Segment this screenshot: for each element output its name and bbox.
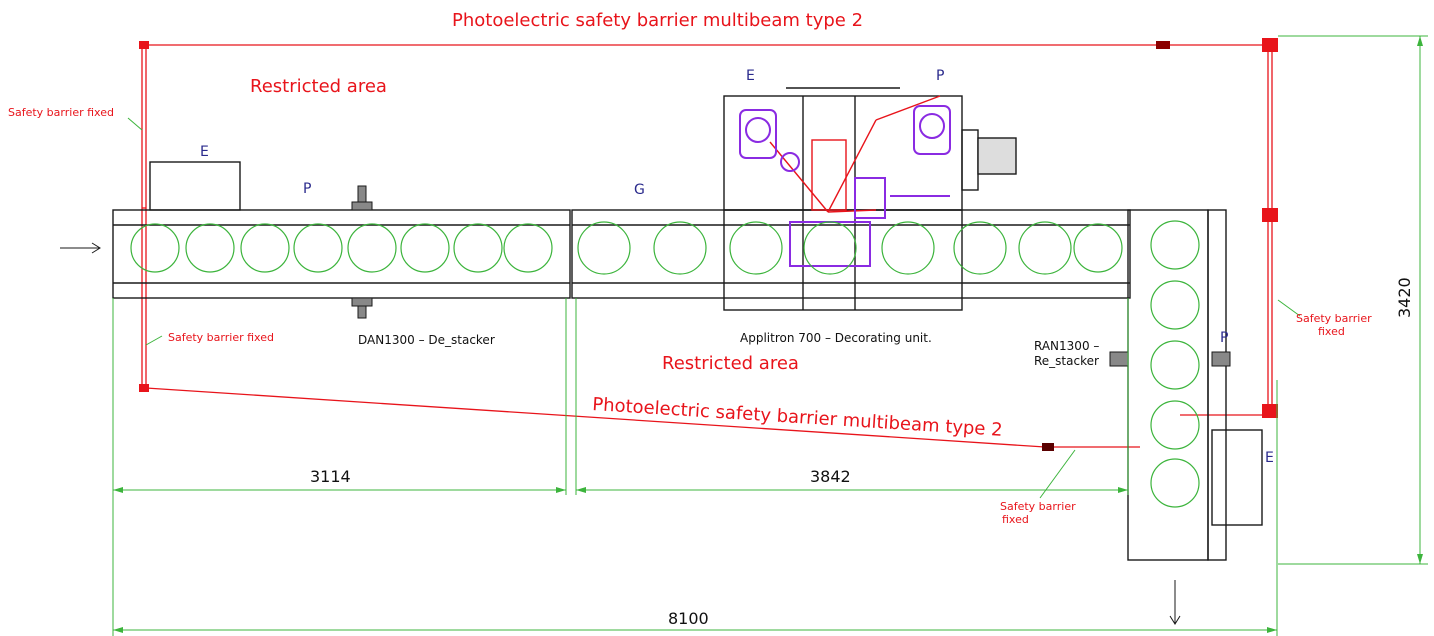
marker-p-destacker: P xyxy=(303,181,311,197)
barrier-label-top: Photoelectric safety barrier multibeam t… xyxy=(452,10,863,31)
dimension-3842: 3842 xyxy=(810,467,851,486)
restacker-label-l2: Re_stacker xyxy=(1034,354,1099,368)
dimension-8100: 8100 xyxy=(668,609,709,628)
marker-e-decorator: E xyxy=(746,68,755,84)
safety-barrier-fixed-label-right-l2: fixed xyxy=(1318,325,1345,338)
dimension-3114: 3114 xyxy=(310,467,351,486)
decorating-unit xyxy=(723,87,1017,311)
destacker-label: DAN1300 – De_stacker xyxy=(358,333,495,347)
barrier-posts xyxy=(139,38,1278,451)
destacker-spindle xyxy=(351,185,1231,367)
dimension-arrowheads xyxy=(113,36,1423,633)
safety-barrier-lines xyxy=(141,44,1273,448)
barrier-label-bottom: Photoelectric safety barrier multibeam t… xyxy=(592,394,1004,441)
leader-lines xyxy=(127,117,1301,499)
restacker-label-l1: RAN1300 – xyxy=(1034,339,1099,353)
safety-barrier-fixed-label-bottom-l2: fixed xyxy=(1002,513,1029,526)
dimension-3420: 3420 xyxy=(1395,277,1414,318)
safety-barrier-fixed-label-left-top: Safety barrier fixed xyxy=(8,106,114,119)
marker-e-destacker: E xyxy=(200,144,209,160)
restricted-area-label-mid: Restricted area xyxy=(662,353,799,374)
marker-g: G xyxy=(634,182,645,198)
drive-belts xyxy=(769,95,941,213)
cup-outlines xyxy=(130,220,1200,508)
dimension-lines xyxy=(112,35,1428,636)
marker-e-restacker: E xyxy=(1265,450,1274,466)
marker-p-restacker: P xyxy=(1220,330,1228,346)
safety-barrier-fixed-label-left-bottom: Safety barrier fixed xyxy=(168,331,274,344)
feed-arrows xyxy=(60,242,1181,625)
decorator-label: Applitron 700 – Decorating unit. xyxy=(740,331,932,345)
mandrel-rollers xyxy=(739,105,951,267)
safety-barrier-fixed-label-bottom-l1: Safety barrier xyxy=(1000,500,1076,513)
safety-barrier-fixed-label-right-l1: Safety barrier xyxy=(1296,312,1372,325)
marker-p-decorator: P xyxy=(936,68,944,84)
restricted-area-label-top: Restricted area xyxy=(250,76,387,97)
